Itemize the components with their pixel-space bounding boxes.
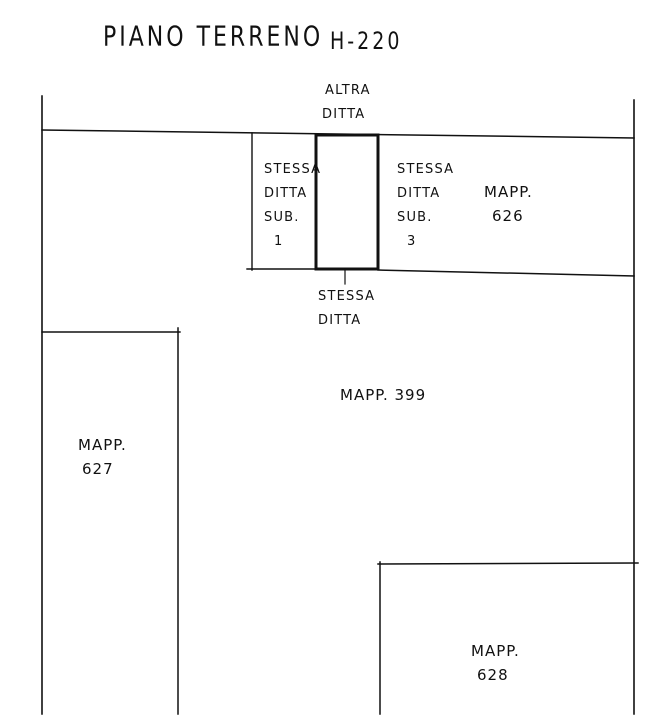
stessa-ditta-below-label: STESSA DITTA — [318, 290, 375, 338]
stessa-ditta-below-line2: DITTA — [318, 313, 362, 328]
mapp628-top-wall — [377, 562, 639, 565]
plan-title: PIANO TERRENO — [103, 21, 324, 53]
altra-ditta-line1: ALTRA — [325, 83, 371, 98]
mapp399-label: MAPP. 399 — [340, 386, 427, 404]
mapp628-line1: MAPP. — [471, 642, 520, 660]
central-corridor — [314, 133, 380, 271]
mapp628-label: MAPP. 628 — [471, 644, 520, 692]
mapp626-bottom-wall — [377, 269, 635, 277]
altra-ditta-label: ALTRA DITTA — [322, 83, 371, 132]
mapp627-label: MAPP. 627 — [78, 438, 127, 486]
mapp627-line2: 627 — [82, 460, 114, 478]
altra-ditta-line2: DITTA — [322, 107, 366, 122]
sub1-line2: DITTA — [264, 186, 308, 201]
sub1-line3: SUB. — [264, 210, 300, 225]
sub3-label: STESSA DITTA SUB. 3 — [397, 163, 454, 259]
sub1-label: STESSA DITTA SUB. 1 — [264, 163, 321, 259]
sub1-line4: 1 — [274, 234, 284, 249]
sub3-line3: SUB. — [397, 210, 433, 225]
mapp626-line1: MAPP. — [484, 183, 533, 201]
stessa-ditta-below-line1: STESSA — [318, 289, 376, 304]
sub3-line1: STESSA — [397, 162, 455, 177]
sub3-line2: DITTA — [397, 186, 441, 201]
mapp627-line1: MAPP. — [78, 436, 127, 454]
height-label: H-220 — [330, 27, 403, 55]
sub3-line4: 3 — [407, 234, 417, 249]
mapp626-label: MAPP. 626 — [484, 185, 533, 233]
sub1-line1: STESSA — [264, 162, 322, 177]
mapp626-line2: 626 — [492, 207, 524, 225]
mapp628-line2: 628 — [477, 666, 509, 684]
